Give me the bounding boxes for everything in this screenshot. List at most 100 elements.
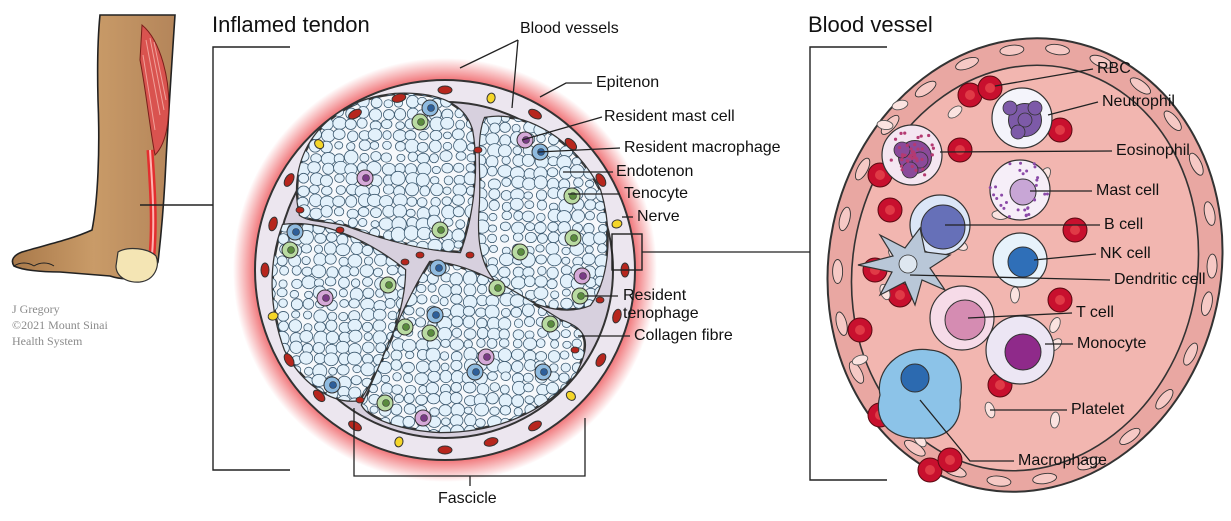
collagen-fibre [537,234,547,244]
collagen-fibre [315,233,326,243]
collagen-fibre [304,367,312,375]
eosinophil-granule [906,159,909,162]
collagen-fibre [498,318,511,330]
collagen-fibre [363,288,374,298]
collagen-fibre [432,166,440,173]
collagen-fibre [403,416,415,427]
blood-vessel [356,397,364,403]
eosinophil-granule [903,131,906,134]
collagen-fibre [417,284,426,292]
collagen-fibre [323,163,334,174]
collagen-fibre [489,213,497,220]
collagen-fibre [524,317,534,327]
collagen-fibre [582,99,595,112]
eosinophil-granule [890,158,893,161]
collagen-fibre [522,211,534,222]
collagen-fibre [514,408,522,416]
collagen-fibre [416,173,429,186]
blood-vessel-title: Blood vessel [808,12,933,38]
collagen-fibre [361,363,375,376]
collagen-fibre [536,190,546,201]
collagen-fibre [373,309,386,320]
label-fascicle: Fascicle [438,490,497,508]
collagen-fibre [348,254,362,267]
mast-cell-granule [1025,214,1028,217]
collagen-fibre [547,279,557,289]
collagen-fibre [441,363,449,371]
label-resident-mast-cell: Resident mast cell [604,108,735,126]
collagen-fibre [450,392,462,403]
resident-mast-cell-nucleus [580,273,587,280]
collagen-fibre [374,268,383,277]
eosinophil-granule [915,157,918,160]
collagen-fibre [501,235,509,242]
collagen-fibre [405,139,419,153]
collagen-fibre [286,85,297,95]
collagen-fibre [513,147,522,155]
collagen-fibre [391,360,402,371]
collagen-fibre [498,165,512,177]
collagen-fibre [498,348,511,361]
eosinophil-granule [901,155,904,158]
collagen-fibre [441,117,454,129]
collagen-fibre [431,295,439,303]
collagen-fibre [450,273,463,286]
red-blood-cell-center [945,455,955,465]
collagen-fibre [349,330,362,342]
collagen-fibre [303,299,314,310]
blood-vessel [296,207,304,213]
collagen-fibre [523,338,536,350]
macrophage [878,349,961,438]
collagen-fibre [344,150,358,164]
collagen-fibre [383,185,394,195]
collagen-fibre [336,341,349,353]
collagen-fibre [488,234,497,242]
collagen-fibre [301,244,311,253]
collagen-fibre [333,129,345,139]
collagen-fibre [277,288,287,297]
collagen-fibre [417,142,428,152]
collagen-fibre [551,340,559,348]
blood-vessel [438,446,452,454]
collagen-fibre [406,351,414,358]
collagen-fibre [490,407,500,415]
collagen-fibre [289,320,302,332]
collagen-fibre [488,372,498,381]
collagen-fibre [388,311,397,320]
collagen-fibre [584,223,594,233]
collagen-fibre [525,331,534,339]
label-tenocyte: Tenocyte [624,185,688,203]
collagen-fibre [326,320,337,331]
collagen-fibre [419,385,427,393]
collagen-fibre [404,306,414,315]
collagen-fibre [477,318,487,328]
collagen-fibre [384,100,393,108]
collagen-fibre [444,176,453,185]
collagen-fibre [477,327,488,338]
credit-organization: Health System [12,334,82,349]
red-blood-cell-center [965,90,975,100]
collagen-fibre [562,257,570,264]
collagen-fibre [325,254,336,264]
collagen-fibre [452,229,465,242]
collagen-fibre [430,130,442,140]
eosinophil-granule [911,165,914,168]
tenocyte-nucleus [383,400,390,407]
collagen-fibre [385,298,395,308]
mast-cell-granule [1022,172,1025,175]
collagen-fibre [501,372,511,381]
collagen-fibre [340,300,349,308]
collagen-fibre [536,339,545,348]
collagen-fibre [396,122,405,130]
mast-cell-granule [1017,208,1020,211]
collagen-fibre [514,319,522,328]
collagen-fibre [362,342,374,353]
label-resident-tenophage-1: Resident [623,287,686,305]
collagen-fibre [561,330,570,338]
collagen-fibre [585,200,596,210]
collagen-fibre [345,119,356,130]
collagen-fibre [513,267,524,277]
collagen-fibre [310,208,322,219]
mast-cell-granule [999,204,1002,207]
collagen-fibre [417,153,429,163]
